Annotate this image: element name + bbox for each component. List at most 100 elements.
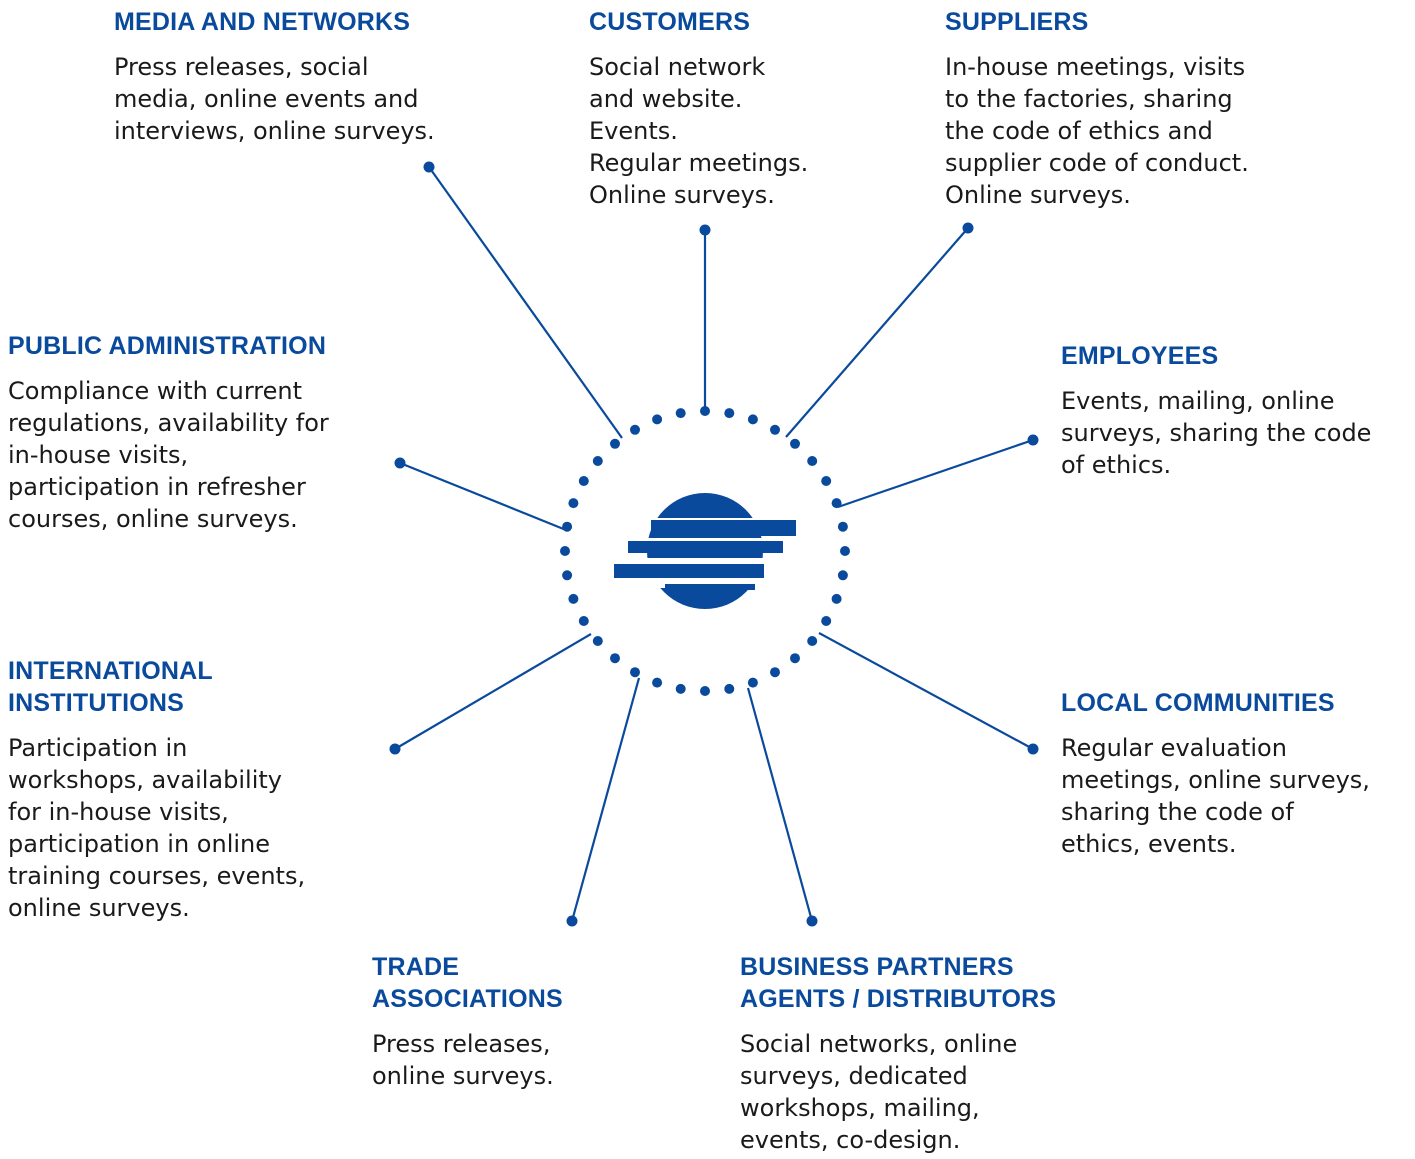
connector-trade	[570, 677, 641, 922]
title-line: AGENTS / DISTRIBUTORS	[740, 985, 1057, 1013]
ring-dot	[700, 686, 710, 696]
connector-endpoint	[962, 222, 974, 234]
group-description: Press releases, online surveys.	[372, 1028, 563, 1092]
connector-endpoint	[423, 161, 435, 173]
group-description: In-house meetings, visits to the factori…	[945, 51, 1249, 211]
connector-employees	[837, 438, 1034, 509]
ring-dot	[578, 476, 589, 486]
description-line: Events, mailing, online	[1061, 387, 1335, 415]
ring-dot	[630, 667, 640, 678]
description-line: of ethics.	[1061, 451, 1172, 479]
ring-dot	[652, 677, 663, 688]
description-line: in-house visits,	[8, 441, 189, 469]
group-title: LOCAL COMMUNITIES	[1061, 687, 1370, 719]
company-logo-globe-icon	[614, 493, 796, 609]
ring-dot	[568, 498, 579, 509]
description-line: participation in refresher	[8, 473, 306, 501]
ring-dot	[770, 424, 780, 435]
description-line: regulations, availability for	[8, 409, 329, 437]
connector-endpoint	[806, 915, 818, 927]
ring-dot	[592, 636, 603, 646]
ring-dot	[675, 408, 686, 419]
group-description: Compliance with current regulations, ava…	[8, 375, 329, 535]
group-suppliers: SUPPLIERS In-house meetings, visits to t…	[945, 6, 1249, 211]
group-title: BUSINESS PARTNERS AGENTS / DISTRIBUTORS	[740, 951, 1056, 1015]
title-line: PUBLIC ADMINISTRATION	[8, 332, 327, 360]
ring-dot	[724, 683, 735, 694]
ring-dot	[840, 546, 850, 556]
description-line: training courses, events,	[8, 862, 306, 890]
description-line: workshops, availability	[8, 766, 282, 794]
logo-band	[647, 588, 763, 609]
connector-endpoint	[566, 915, 578, 927]
description-line: for in-house visits,	[8, 798, 229, 826]
description-line: courses, online surveys.	[8, 505, 298, 533]
description-line: supplier code of conduct.	[945, 149, 1249, 177]
title-line: INSTITUTIONS	[8, 689, 185, 717]
ring-dot	[837, 570, 848, 581]
logo-stripe	[665, 584, 755, 590]
title-line: SUPPLIERS	[945, 8, 1089, 36]
connector-media	[428, 166, 623, 439]
group-public-administration: PUBLIC ADMINISTRATION Compliance with cu…	[8, 330, 329, 535]
description-line: Compliance with current	[8, 377, 303, 405]
description-line: Social networks, online	[740, 1030, 1018, 1058]
connector-endpoint	[1027, 743, 1039, 755]
logo-band	[647, 493, 763, 518]
title-line: BUSINESS PARTNERS	[740, 953, 1014, 981]
description-line: ethics, events.	[1061, 830, 1237, 858]
description-line: surveys, dedicated	[740, 1062, 968, 1090]
group-description: Regular evaluation meetings, online surv…	[1061, 732, 1370, 860]
connector-endpoint	[389, 743, 401, 755]
logo-stripe	[614, 564, 764, 578]
description-line: Regular evaluation	[1061, 734, 1287, 762]
ring-dot	[675, 683, 686, 694]
ring-dot	[568, 593, 579, 604]
title-line: CUSTOMERS	[589, 8, 751, 36]
description-line: and website.	[589, 85, 743, 113]
connector-local	[818, 632, 1034, 750]
group-media-and-networks: MEDIA AND NETWORKS Press releases, socia…	[114, 6, 435, 147]
title-line: INTERNATIONAL	[8, 657, 213, 685]
group-title: EMPLOYEES	[1061, 340, 1371, 372]
connector-endpoint	[699, 224, 711, 236]
description-line: sharing the code of	[1061, 798, 1294, 826]
description-line: Social network	[589, 53, 766, 81]
group-employees: EMPLOYEES Events, mailing, online survey…	[1061, 340, 1371, 481]
ring-dot	[560, 546, 570, 556]
connector-public-administration	[399, 461, 567, 532]
group-title: PUBLIC ADMINISTRATION	[8, 330, 329, 362]
description-line: online surveys.	[372, 1062, 554, 1090]
description-line: workshops, mailing,	[740, 1094, 980, 1122]
ring-dot	[770, 667, 780, 678]
ring-dot	[630, 424, 640, 435]
ring-dot	[831, 593, 842, 604]
title-line: ASSOCIATIONS	[372, 985, 563, 1013]
description-line: In-house meetings, visits	[945, 53, 1246, 81]
title-line: LOCAL COMMUNITIES	[1061, 689, 1335, 717]
logo-stripe	[628, 541, 783, 553]
description-line: participation in online	[8, 830, 271, 858]
ring-dot	[821, 476, 832, 486]
group-title: CUSTOMERS	[589, 6, 808, 38]
ring-dot	[790, 653, 800, 664]
ring-dot	[837, 521, 848, 532]
group-description: Social networks, online surveys, dedicat…	[740, 1028, 1056, 1156]
ring-dot	[724, 408, 735, 419]
ring-dot	[821, 616, 832, 626]
description-line: meetings, online surveys,	[1061, 766, 1370, 794]
group-local-communities: LOCAL COMMUNITIES Regular evaluation mee…	[1061, 687, 1370, 860]
description-line: online surveys.	[8, 894, 190, 922]
description-line: Press releases,	[372, 1030, 551, 1058]
description-line: events, co-design.	[740, 1126, 961, 1154]
group-description: Participation in workshops, availability…	[8, 732, 305, 924]
description-line: surveys, sharing the code	[1061, 419, 1372, 447]
description-line: Online surveys.	[945, 181, 1131, 209]
group-title: TRADE ASSOCIATIONS	[372, 951, 563, 1015]
title-line: EMPLOYEES	[1061, 342, 1219, 370]
description-line: the code of ethics and	[945, 117, 1213, 145]
description-line: interviews, online surveys.	[114, 117, 435, 145]
ring-dot	[592, 456, 603, 466]
